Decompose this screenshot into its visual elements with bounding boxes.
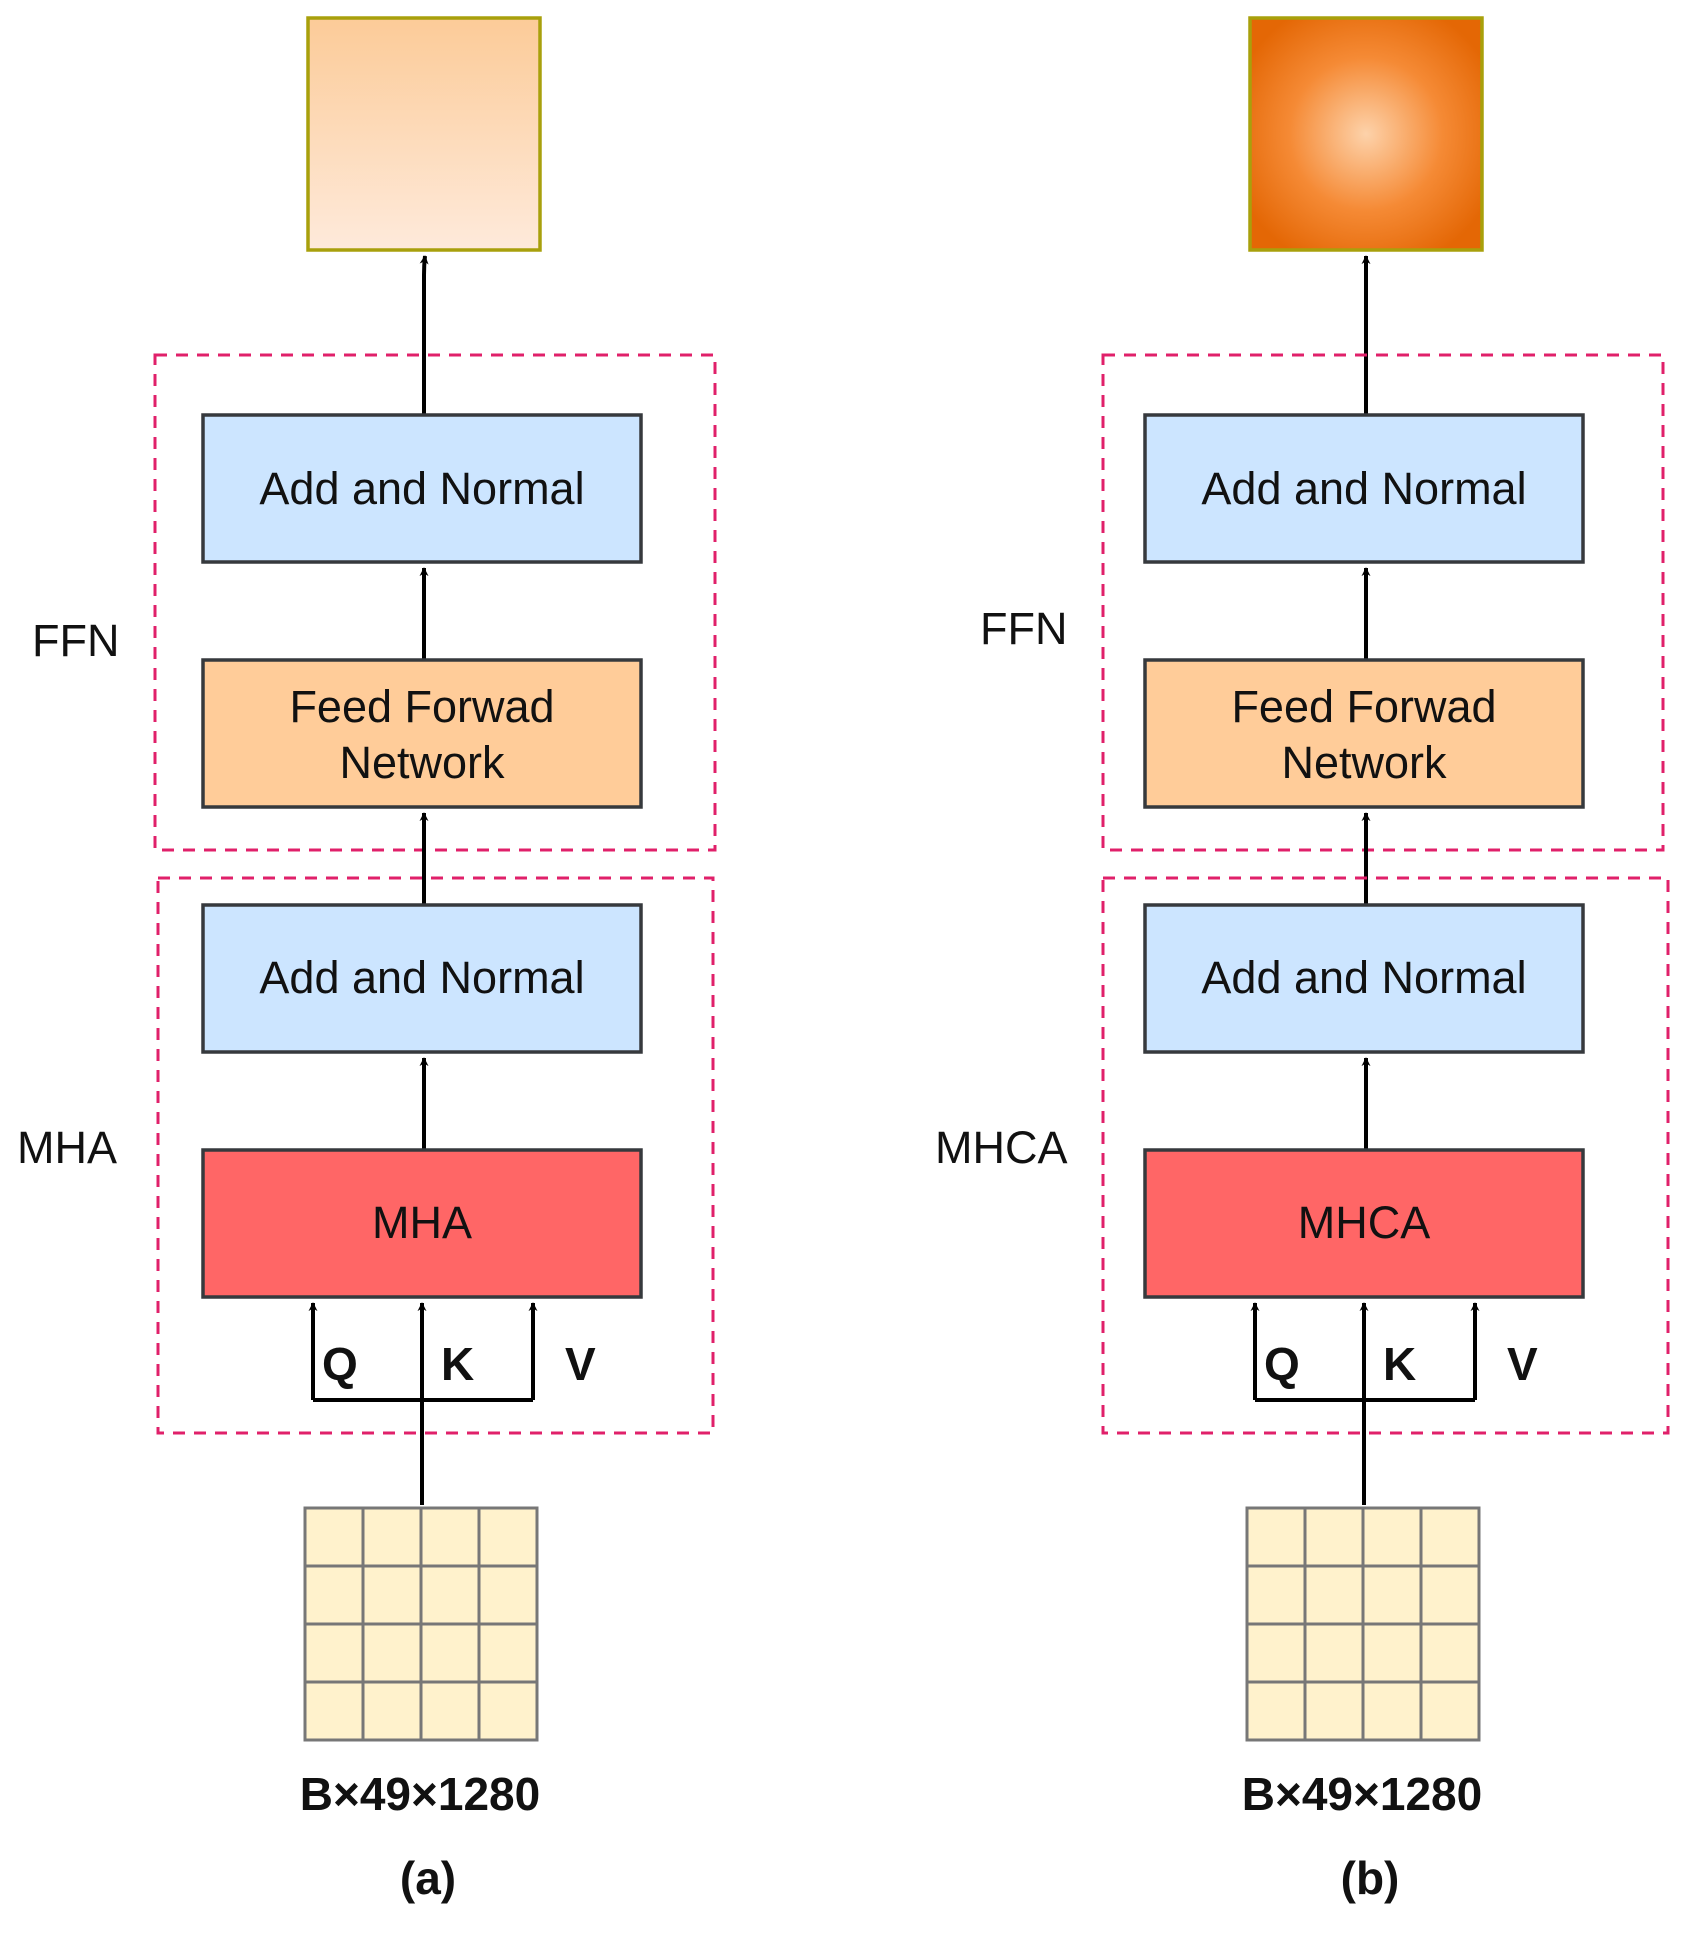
grid-cell: [419, 1564, 481, 1626]
grid-cell: [1419, 1680, 1481, 1742]
panel-caption-b: (b): [1341, 1852, 1400, 1904]
grid-cell: [303, 1680, 365, 1742]
grid-cell: [303, 1506, 365, 1568]
add-norm-box-top-a: [201, 413, 643, 564]
grid-cell: [1361, 1680, 1423, 1742]
ffn-group-b: [1101, 353, 1665, 852]
add-norm-label-bottom-b: Add and Normal: [1201, 952, 1526, 1003]
mha-box-a: [201, 1148, 643, 1299]
grid-cell: [361, 1564, 423, 1626]
grid-cell: [419, 1506, 481, 1568]
output-feature-map-a: [306, 16, 542, 252]
add-norm-label-top-b: Add and Normal: [1201, 463, 1526, 514]
grid-cell: [1361, 1622, 1423, 1684]
mha-group-a: [156, 876, 715, 1435]
grid-cell: [1245, 1564, 1307, 1626]
mha-group-label-a: MHA: [17, 1122, 117, 1173]
mhca-box-b: [1143, 1148, 1585, 1299]
grid-cell: [1361, 1506, 1423, 1568]
v-label-a: V: [565, 1338, 596, 1390]
arrow-to-output-a: [419, 255, 429, 415]
add-norm-box-bottom-b: [1143, 903, 1585, 1054]
grid-cell: [1419, 1622, 1481, 1684]
grid-cell: [361, 1680, 423, 1742]
panel-b: FFN Add and Normal Feed Forwad Network M…: [935, 16, 1670, 1904]
v-label-b: V: [1507, 1338, 1538, 1390]
mhca-group-label-b: MHCA: [935, 1122, 1068, 1173]
mhca-box-label-b: MHCA: [1298, 1197, 1431, 1248]
grid-cell: [361, 1622, 423, 1684]
grid-cell: [361, 1506, 423, 1568]
add-norm-label-bottom-a: Add and Normal: [259, 952, 584, 1003]
grid-cell: [1245, 1506, 1307, 1568]
add-norm-label-top-a: Add and Normal: [259, 463, 584, 514]
grid-cell: [477, 1622, 539, 1684]
input-dims-label-b: B×49×1280: [1242, 1768, 1482, 1820]
feed-forward-label-line1-b: Feed Forwad: [1231, 681, 1496, 732]
feed-forward-box-b: [1143, 658, 1585, 809]
grid-cell: [1245, 1680, 1307, 1742]
grid-cell: [303, 1622, 365, 1684]
grid-cell: [477, 1680, 539, 1742]
add-norm-box-bottom-a: [201, 903, 643, 1054]
k-label-b: K: [1383, 1338, 1416, 1390]
input-token-grid-b: [1245, 1506, 1481, 1742]
ffn-group-a: [153, 353, 717, 852]
grid-cell: [1419, 1564, 1481, 1626]
panel-a: FFN Add and Normal Feed Forwad Network M…: [17, 16, 717, 1904]
feed-forward-label-line1-a: Feed Forwad: [289, 681, 554, 732]
output-feature-map-b: [1248, 16, 1484, 252]
mhca-group-b: [1101, 876, 1670, 1435]
grid-cell: [303, 1564, 365, 1626]
q-label-b: Q: [1264, 1338, 1300, 1390]
grid-cell: [1419, 1506, 1481, 1568]
feed-forward-box-a: [201, 658, 643, 809]
grid-cell: [419, 1622, 481, 1684]
mha-box-label-a: MHA: [372, 1197, 472, 1248]
panel-caption-a: (a): [400, 1852, 456, 1904]
grid-cell: [477, 1564, 539, 1626]
feed-forward-label-line2-a: Network: [339, 737, 505, 788]
ffn-group-label-a: FFN: [32, 615, 119, 666]
grid-cell: [1303, 1622, 1365, 1684]
input-token-grid-a: [303, 1506, 539, 1742]
ffn-group-label-b: FFN: [980, 603, 1067, 654]
grid-cell: [1303, 1506, 1365, 1568]
grid-cell: [1245, 1622, 1307, 1684]
feed-forward-label-line2-b: Network: [1281, 737, 1447, 788]
add-norm-box-top-b: [1143, 413, 1585, 564]
grid-cell: [1303, 1564, 1365, 1626]
grid-cell: [477, 1506, 539, 1568]
grid-cell: [1303, 1680, 1365, 1742]
input-dims-label-a: B×49×1280: [300, 1768, 540, 1820]
grid-cell: [1361, 1564, 1423, 1626]
grid-cell: [419, 1680, 481, 1742]
q-label-a: Q: [322, 1338, 358, 1390]
k-label-a: K: [441, 1338, 474, 1390]
